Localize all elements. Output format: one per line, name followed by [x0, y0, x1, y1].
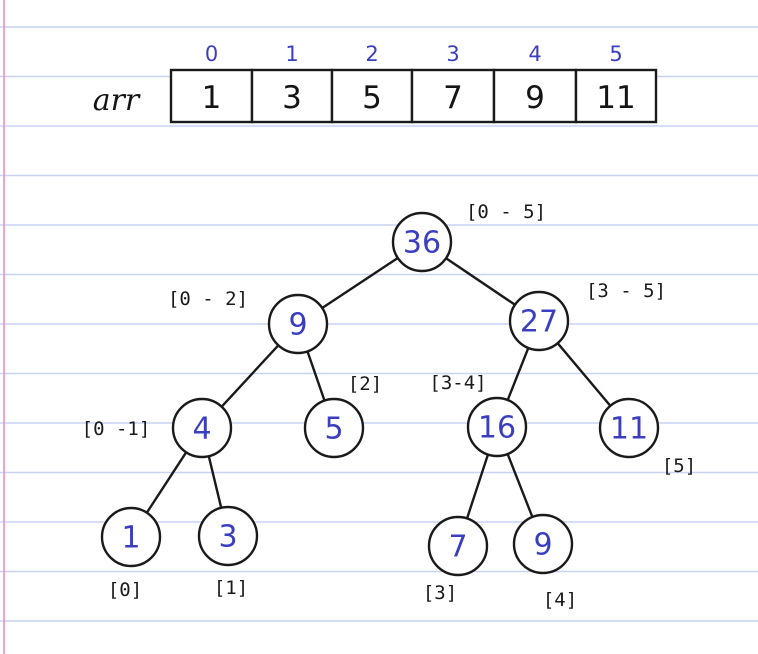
- tree-edge: [465, 453, 490, 520]
- tree-node-value: 11: [610, 412, 648, 447]
- tree-node-range: [1]: [214, 577, 248, 599]
- tree-node-range: [0 - 5]: [466, 201, 546, 223]
- array-index-label: 5: [609, 42, 622, 66]
- tree-node-circle: [197, 505, 259, 567]
- tree-node-range: [0]: [108, 579, 142, 601]
- tree-edge: [506, 452, 534, 519]
- tree-node-circle: [171, 397, 233, 459]
- tree-node-range: [2]: [348, 373, 382, 395]
- tree-node-value: 36: [403, 226, 441, 261]
- tree-node-value: 16: [478, 411, 516, 446]
- tree-node-range: [5]: [662, 455, 696, 477]
- tree-node-n7: 7: [427, 515, 489, 577]
- array-index-label: 3: [446, 42, 459, 66]
- tree-edge: [220, 344, 280, 408]
- array-cell-value: 1: [202, 80, 222, 116]
- tree-edge: [506, 346, 530, 402]
- array-cell-row: 1 3 5 7 9 11: [169, 68, 658, 124]
- array-cell: [574, 68, 658, 124]
- tree-node-n3: 3: [197, 505, 259, 567]
- tree-node-value: 4: [192, 412, 211, 447]
- tree-node-value: 27: [520, 305, 558, 340]
- array-cell-value: 5: [362, 80, 382, 116]
- tree-edge: [444, 257, 517, 306]
- tree-node-n36: 36: [391, 211, 453, 273]
- tree-node-range: [3-4]: [429, 372, 486, 394]
- array-index-label: 0: [205, 42, 218, 66]
- tree-node-n9: 9: [267, 293, 329, 355]
- tree-node-n5: 5: [303, 397, 365, 459]
- tree-node-value: 9: [533, 528, 552, 563]
- tree-edge: [320, 256, 400, 310]
- array-cell-value: 9: [525, 80, 545, 116]
- tree-node-circle: [303, 397, 365, 459]
- array-cell-value: 3: [282, 80, 302, 116]
- tree-node-n27: 27: [508, 290, 570, 352]
- tree-node-value: 5: [324, 412, 343, 447]
- tree-node-circle: [100, 506, 162, 568]
- array-index-label: 1: [285, 42, 298, 66]
- tree-node-n16: 16: [466, 396, 528, 458]
- tree-node-range: [3 - 5]: [586, 280, 666, 302]
- tree-node-circle: [427, 515, 489, 577]
- array-diagram: arr 0 1 2 3 4 5 1 3 5 7 9 11: [93, 42, 658, 124]
- tree-node-n4: 4: [171, 397, 233, 459]
- tree-node-range: [0 -1]: [82, 418, 151, 440]
- tree-node-value: 9: [288, 308, 307, 343]
- tree-edges: [145, 256, 612, 520]
- tree-node-n11: 11: [598, 397, 660, 459]
- tree-node-value: 3: [218, 520, 237, 555]
- tree-node-circle: [512, 513, 574, 575]
- tree-edge: [145, 451, 188, 514]
- tree-node-circle: [466, 396, 528, 458]
- tree-node-circle: [391, 211, 453, 273]
- tree-edge: [207, 454, 223, 510]
- tree-node-range: [0 - 2]: [168, 288, 248, 310]
- tree-node-n1: 1: [100, 506, 162, 568]
- array-cell-value: 11: [596, 80, 635, 116]
- tree-edge: [306, 350, 326, 402]
- tree-node-value: 1: [121, 521, 140, 556]
- tree-node-range: [3]: [423, 582, 457, 604]
- array-index-label: 2: [365, 42, 378, 66]
- tree-edge: [556, 341, 612, 408]
- tree-node-circle: [267, 293, 329, 355]
- tree-node-n9b: 9: [512, 513, 574, 575]
- array-label: arr: [93, 83, 141, 118]
- array-index-label: 4: [528, 42, 541, 66]
- tree-node-range: [4]: [543, 589, 577, 611]
- tree-node-circle: [598, 397, 660, 459]
- array-cell-value: 7: [443, 80, 463, 116]
- tree-range-labels: [0 - 5] [0 - 2] [3 - 5] [0 -1] [2] [3-4] [5] [0…: [82, 201, 696, 611]
- tree-node-value: 7: [448, 530, 467, 565]
- array-index-row: 0 1 2 3 4 5: [205, 42, 623, 66]
- tree-node-circle: [508, 290, 570, 352]
